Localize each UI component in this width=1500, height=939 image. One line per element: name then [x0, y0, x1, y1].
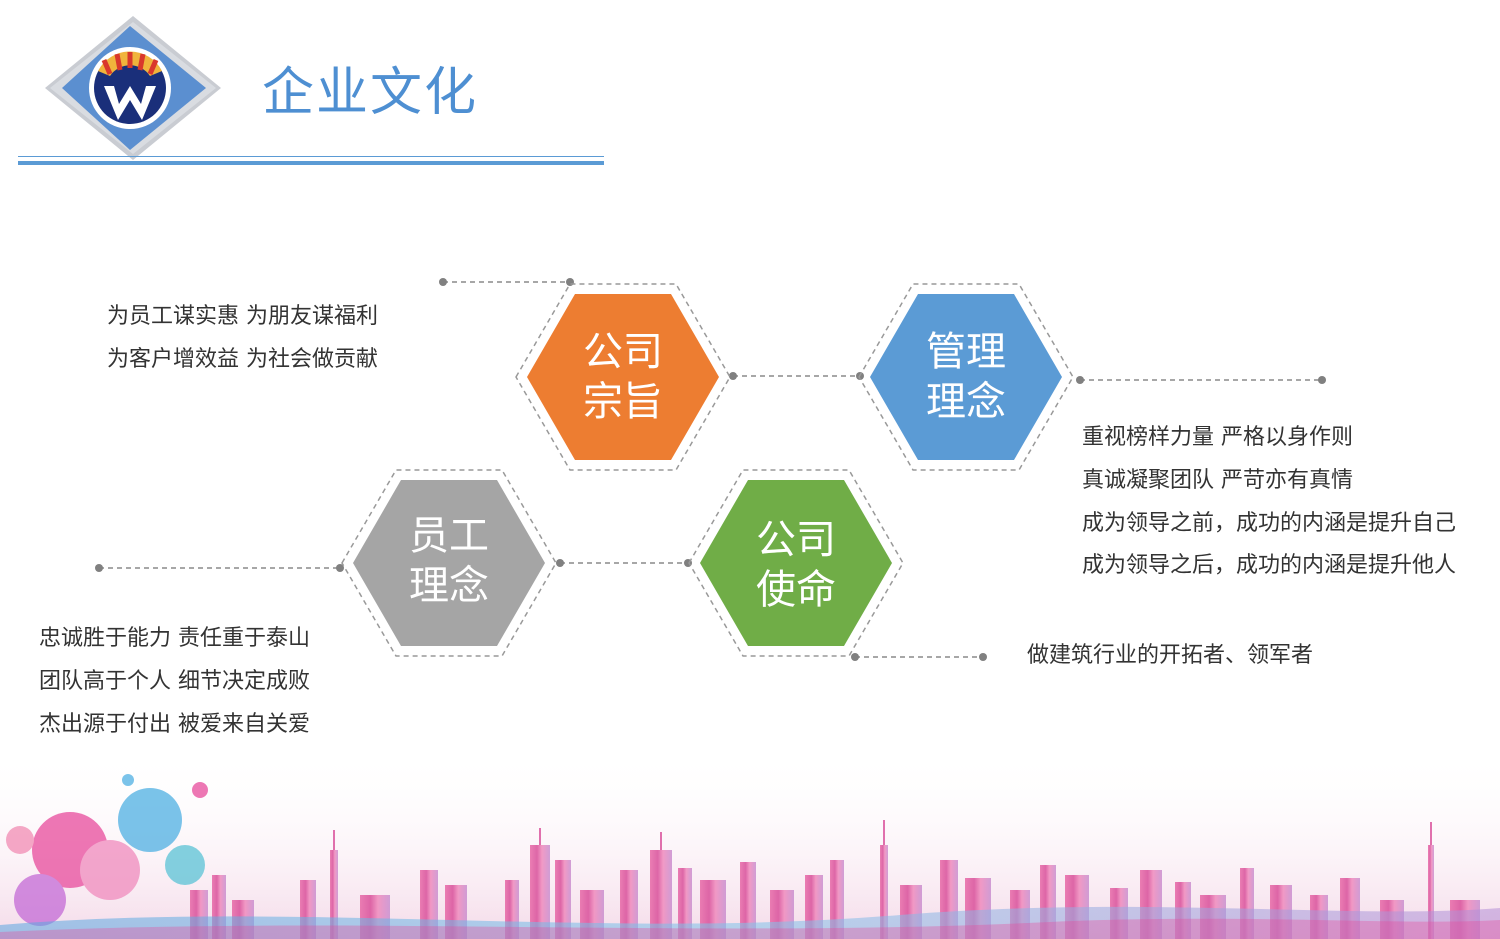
hexagon-company-mission: 公司 使命: [686, 468, 906, 658]
page-title: 企业文化: [262, 63, 479, 123]
hexagon-label-line1: 员工: [409, 513, 489, 559]
city-skyline-decoration: [0, 750, 1500, 939]
hexagon-label-line2: 使命: [756, 567, 836, 613]
hexagon-company-purpose: 公司 宗旨: [513, 282, 733, 472]
staff-text-2: 团队高于个人 细节决定成败: [39, 669, 310, 694]
mission-text-1: 做建筑行业的开拓者、领军者: [1027, 643, 1314, 668]
purpose-text-2: 为客户增效益 为社会做贡献: [107, 347, 378, 372]
staff-text-3: 杰出源于付出 被爱来自关爱: [39, 712, 310, 737]
hexagon-label-line2: 理念: [409, 563, 489, 609]
hexagon-shape: [870, 294, 1062, 460]
management-text-1: 重视榜样力量 严格以身作则: [1082, 425, 1353, 450]
purpose-text-1: 为员工谋实惠 为朋友谋福利: [107, 304, 378, 329]
management-text-2: 真诚凝聚团队 严苛亦有真情: [1082, 468, 1353, 493]
header-divider-thick: [18, 161, 604, 165]
hexagon-shape: [527, 294, 719, 460]
hexagon-shape: [353, 480, 545, 646]
hexagon-label-line1: 管理: [926, 329, 1006, 375]
hexagon-label-line1: 公司: [756, 517, 836, 563]
hexagon-label-line2: 理念: [926, 379, 1006, 425]
hexagon-label-line1: 公司: [583, 329, 663, 375]
hexagon-management-philosophy: 管理 理念: [856, 282, 1076, 472]
hexagon-shape: [700, 480, 892, 646]
company-logo: [45, 16, 221, 160]
header-divider-thin: [18, 156, 604, 157]
hexagon-staff-philosophy: 员工 理念: [339, 468, 559, 658]
management-text-4: 成为领导之后，成功的内涵是提升他人: [1082, 553, 1457, 578]
hexagon-label-line2: 宗旨: [583, 379, 663, 425]
staff-text-1: 忠诚胜于能力 责任重于泰山: [39, 626, 310, 651]
management-text-3: 成为领导之前，成功的内涵是提升自己: [1082, 511, 1457, 536]
